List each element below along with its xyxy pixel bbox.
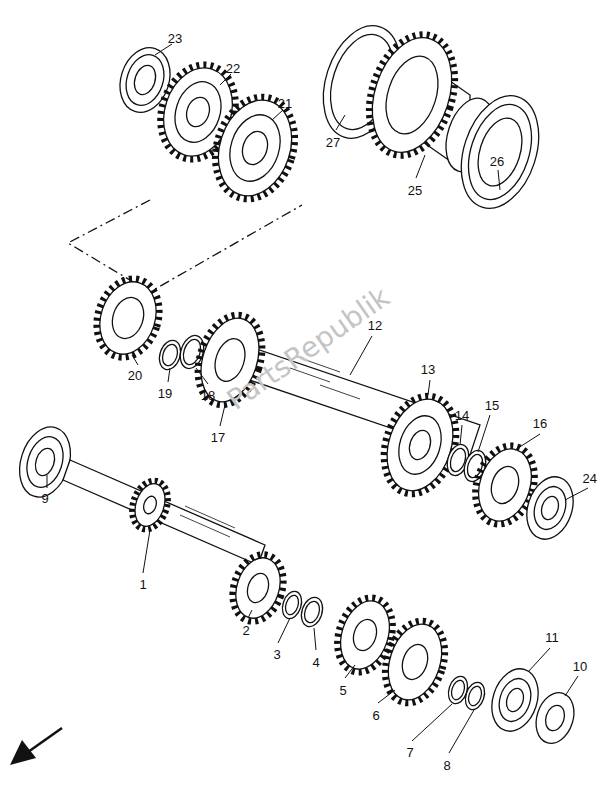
callout-number: 1 bbox=[139, 578, 146, 591]
callout-number: 15 bbox=[485, 399, 499, 412]
callout-number: 2 bbox=[242, 624, 249, 637]
callout-number: 20 bbox=[128, 369, 142, 382]
callout-number: 17 bbox=[211, 431, 225, 444]
callout-number: 23 bbox=[168, 32, 182, 45]
callout-number: 22 bbox=[226, 62, 240, 75]
callout-number: 11 bbox=[545, 631, 559, 644]
callout-number: 14 bbox=[455, 409, 469, 422]
callout-number: 13 bbox=[421, 363, 435, 376]
callout-number: 21 bbox=[278, 97, 292, 110]
callout-number: 19 bbox=[158, 387, 172, 400]
callout-number: 27 bbox=[326, 136, 340, 149]
callout-number: 25 bbox=[408, 184, 422, 197]
callout-number: 3 bbox=[273, 648, 280, 661]
callout-number: 8 bbox=[443, 759, 450, 772]
callout-number: 24 bbox=[583, 472, 597, 485]
callout-number: 16 bbox=[533, 417, 547, 430]
callout-number: 4 bbox=[312, 656, 319, 669]
callout-number: 26 bbox=[490, 155, 504, 168]
callout-number: 10 bbox=[573, 660, 587, 673]
callout-number: 6 bbox=[372, 709, 379, 722]
callout-number: 5 bbox=[339, 684, 346, 697]
callout-number: 9 bbox=[41, 492, 48, 505]
callout-number: 18 bbox=[201, 389, 215, 402]
callout-number: 7 bbox=[406, 746, 413, 759]
